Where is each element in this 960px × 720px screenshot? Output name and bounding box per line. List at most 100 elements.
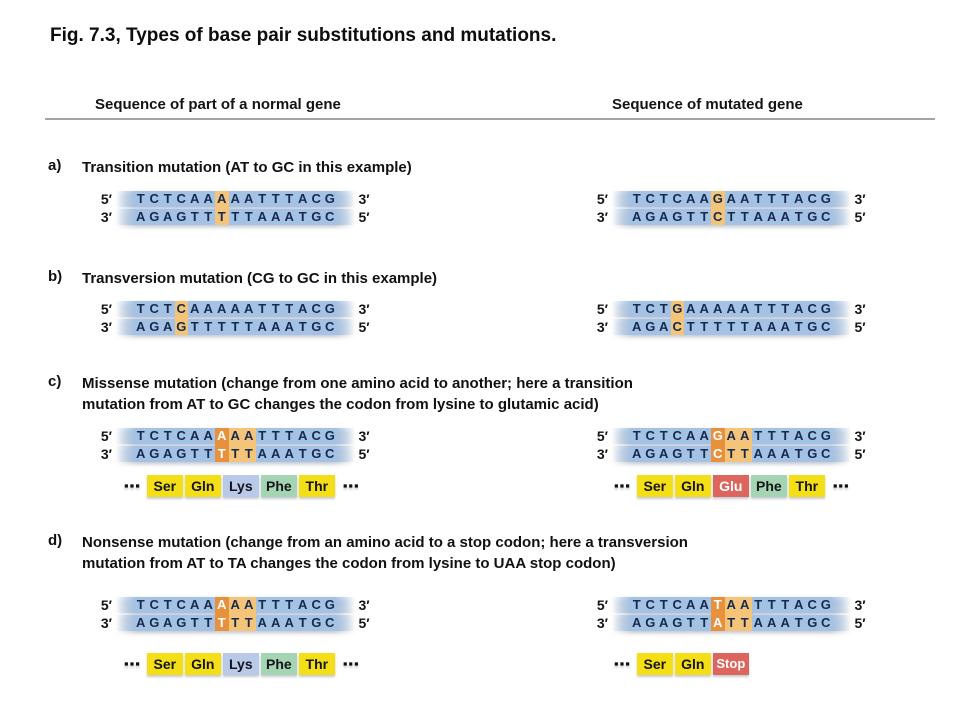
base: G — [820, 597, 831, 612]
strand-end-labels: 5′ 3′ — [584, 597, 608, 631]
base: T — [767, 428, 776, 443]
base: A — [190, 597, 200, 612]
base: A — [203, 597, 213, 612]
strand-end-labels: 3′ 5′ — [359, 597, 383, 631]
base: T — [686, 446, 695, 461]
base: A — [257, 319, 267, 334]
base: A — [190, 191, 200, 206]
end-3prime: 3′ — [100, 319, 112, 335]
base: T — [700, 615, 709, 630]
base: A — [284, 446, 294, 461]
base: T — [713, 597, 722, 612]
base: T — [258, 597, 267, 612]
base: C — [672, 597, 682, 612]
end-5prime: 5′ — [100, 428, 112, 444]
base: C — [325, 319, 335, 334]
base: A — [780, 209, 790, 224]
base: T — [217, 615, 226, 630]
base: A — [244, 191, 254, 206]
base: T — [285, 191, 294, 206]
base: G — [820, 191, 831, 206]
base: T — [231, 446, 240, 461]
strand-end-labels: 5′ 3′ — [584, 191, 608, 225]
base: G — [672, 301, 683, 316]
base: A — [230, 597, 240, 612]
base: A — [284, 319, 294, 334]
base: A — [794, 191, 804, 206]
end-5prime: 5′ — [358, 446, 370, 462]
base: A — [794, 428, 804, 443]
amino-acid-phe: Phe — [260, 653, 297, 675]
base: A — [699, 191, 709, 206]
base: T — [754, 191, 763, 206]
base: C — [821, 446, 831, 461]
base: T — [713, 319, 722, 334]
base: A — [632, 319, 642, 334]
base: A — [163, 615, 173, 630]
strand-end-labels: 5′ 3′ — [88, 428, 112, 462]
base: C — [807, 597, 817, 612]
section-b-label: b) — [48, 268, 63, 285]
base: A — [203, 191, 213, 206]
base: G — [645, 319, 656, 334]
base: T — [298, 319, 307, 334]
base: T — [217, 446, 226, 461]
base: A — [136, 319, 146, 334]
base: C — [149, 428, 159, 443]
end-5prime: 5′ — [358, 209, 370, 225]
base: A — [203, 428, 213, 443]
base: T — [190, 615, 199, 630]
base: T — [754, 428, 763, 443]
base: T — [767, 191, 776, 206]
section-d-title-line1: Nonsense mutation (change from an amino … — [82, 534, 688, 551]
base: A — [726, 301, 736, 316]
amino-acid-thr: Thr — [298, 653, 335, 675]
base: T — [204, 209, 213, 224]
base: A — [686, 597, 696, 612]
base: T — [686, 319, 695, 334]
base: A — [203, 301, 213, 316]
figure-title: Fig. 7.3, Types of base pair substitutio… — [50, 25, 557, 46]
base: T — [136, 301, 145, 316]
base: G — [176, 615, 187, 630]
section-a-title: Transition mutation (AT to GC in this ex… — [82, 157, 412, 178]
strand-end-labels: 5′ 3′ — [584, 428, 608, 462]
base: G — [672, 615, 683, 630]
base: A — [284, 615, 294, 630]
end-3prime: 3′ — [100, 446, 112, 462]
